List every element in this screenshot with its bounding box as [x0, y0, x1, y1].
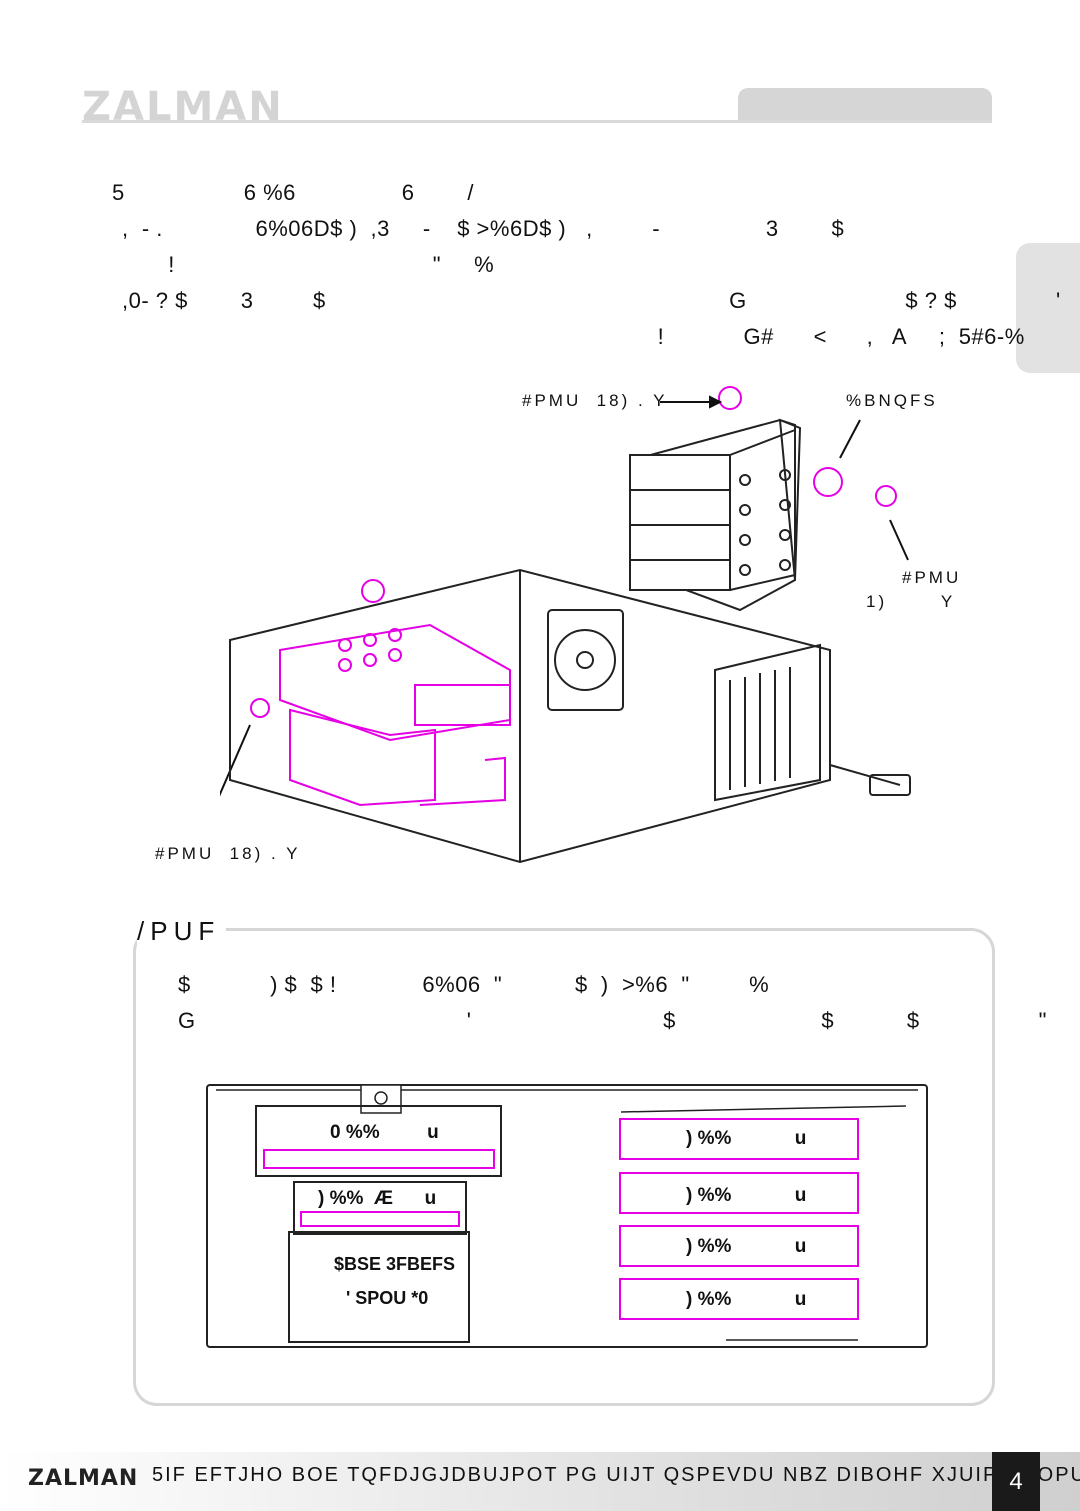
bolt-label-right-1: #PMU	[902, 568, 962, 587]
hdd-bay-label-3: ) %% u	[686, 1236, 807, 1257]
card-reader-label: $BSE 3FBEFS	[334, 1254, 456, 1274]
zalman-logo: ZALMAN	[82, 84, 284, 130]
footer-band	[0, 1452, 1080, 1511]
hdd-bay-label-1: ) %% u	[686, 1128, 807, 1149]
screw-drawing	[250, 386, 897, 718]
footer-logo: ZALMAN	[28, 1466, 139, 1491]
bolt-label-right-2: 1) Y	[866, 592, 956, 611]
odd-bay-drawing	[279, 623, 511, 807]
body-line-5: ! G# < , A ; 5#6-%	[122, 324, 1025, 349]
side-tab	[1016, 243, 1080, 373]
body-line-4: ,0- ? $ 3 $ G $ ? $ '	[122, 288, 1061, 313]
body-line-2: , - . 6%06D$ ) ,3 - $ >%6D$ ) , - 3 $	[122, 216, 845, 241]
note-box	[133, 928, 995, 1406]
hdd-bay-label-4: ) %% u	[686, 1289, 807, 1310]
page-number: 4	[992, 1452, 1040, 1511]
bay-layout-diagram	[206, 1084, 928, 1348]
hdd-e-bay-label: ) %% Æ u	[318, 1188, 437, 1209]
body-line-1: 5 6 %6 6 /	[112, 180, 474, 205]
body-line-3: ! " %	[122, 252, 495, 277]
bolt-label-bottom: #PMU 18) . Y	[155, 844, 301, 863]
case-body-drawing	[229, 568, 911, 864]
damper-label: %BNQFS	[846, 391, 938, 410]
footer-notice: 5IF EFTJHO BOE TQFDJGJDBUJPOT PG UIJT QS…	[152, 1464, 1080, 1486]
bolt-label-top: #PMU 18) . Y	[522, 391, 668, 410]
case-assembly-diagram	[220, 386, 911, 864]
hdd-bay-label-2: ) %% u	[686, 1185, 807, 1206]
note-title: /PUF	[137, 916, 227, 947]
hdd-cage-drawing	[629, 418, 802, 612]
header-tab	[738, 88, 992, 123]
note-line-1: $ ) $ $ ! 6%06 " $ ) >%6 " %	[178, 972, 770, 997]
header-divider	[82, 120, 992, 123]
odd-bay-label: 0 %% u	[330, 1122, 439, 1143]
note-line-2: G ' $ $ $ " ! %	[178, 1008, 1080, 1033]
front-io-label: ' SPOU *0	[346, 1288, 429, 1308]
